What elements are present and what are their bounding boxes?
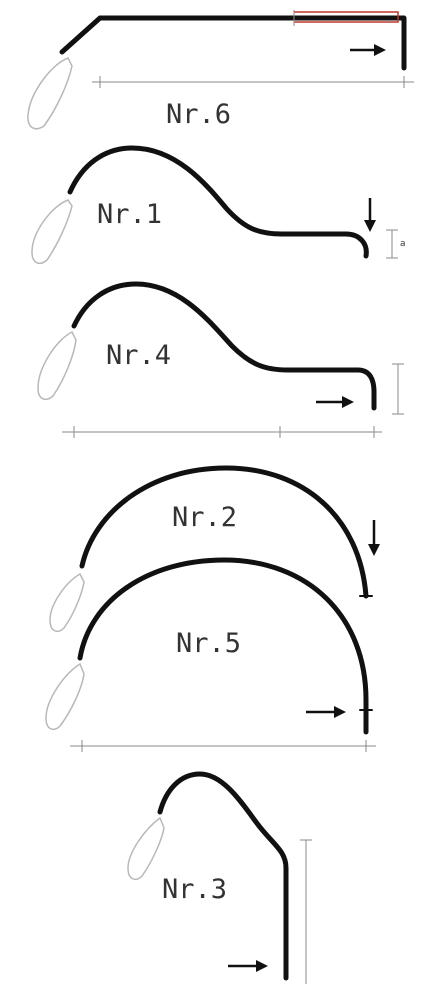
arrow-down-icon [368, 520, 380, 556]
pipe-nr4 [71, 281, 377, 411]
shape-label-nr2: Nr.2 [172, 502, 237, 533]
pipe-nr6 [59, 15, 407, 71]
lamp-shade-icon [31, 199, 73, 265]
pipe-nr3 [157, 771, 289, 981]
shape-label-nr1: Nr.1 [97, 199, 162, 230]
arrow-right-icon [306, 706, 346, 718]
shape-nr3: Nr.3 [127, 771, 312, 984]
pipe-nr2 [79, 465, 369, 599]
shape-nr2: Nr.2 [49, 465, 380, 633]
shape-label-nr4: Nr.4 [106, 340, 171, 371]
arrow-down-icon [364, 198, 376, 232]
mounting-plate-outline [294, 11, 399, 23]
lamp-shade-icon [49, 572, 85, 633]
lamp-shade-icon [37, 330, 77, 401]
shape-label-nr3: Nr.3 [162, 874, 227, 905]
arrow-right-icon [228, 960, 268, 972]
lamp-shade-icon [27, 57, 73, 130]
pipe-nr5 [77, 557, 369, 735]
lamp-shade-icon [45, 662, 85, 731]
shape-nr1: a Nr.1 [31, 145, 406, 265]
shape-label-nr5: Nr.5 [176, 628, 241, 659]
arrow-right-icon [316, 396, 354, 408]
shape-nr5: Nr.5 [45, 557, 376, 752]
dimension-mark: a [400, 239, 406, 249]
arrow-right-icon [350, 44, 386, 56]
shape-nr4: Nr.4 [37, 281, 404, 438]
shape-nr6: Nr.6 [27, 10, 414, 130]
pipe-nr1 [67, 145, 369, 259]
shape-label-nr6: Nr.6 [166, 99, 231, 130]
lamp-shade-icon [127, 816, 165, 881]
